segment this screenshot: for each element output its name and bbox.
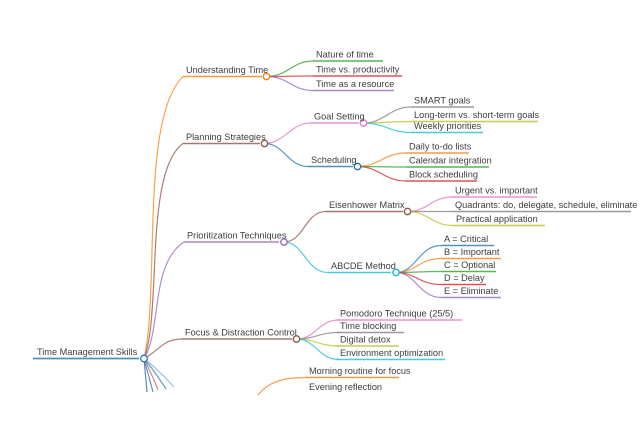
node-label-abcde-method[interactable]: ABCDE Method [331,261,396,271]
node-label-weekly-priorities[interactable]: Weekly priorities [414,121,482,131]
link-urgent-vs-important [407,196,453,213]
node-label-understanding-time[interactable]: Understanding Time [186,65,268,75]
node-label-d-delay[interactable]: D = Delay [444,273,485,283]
node-label-e-eliminate[interactable]: E = Eliminate [444,286,498,296]
link-environment-optimization [296,338,340,361]
link-daily-todo [357,152,407,168]
node-label-environment-optimization[interactable]: Environment optimization [340,348,443,358]
link-e-eliminate [395,271,442,299]
toggle-understanding-time[interactable] [262,72,271,81]
node-label-time-vs-productivity[interactable]: Time vs. productivity [316,65,400,75]
node-label-daily-todo[interactable]: Daily to-do lists [409,142,472,152]
node-label-quadrants[interactable]: Quadrants: do, delegate, schedule, elimi… [455,200,637,210]
node-label-c-optional[interactable]: C = Optional [444,260,495,270]
node-label-practical-application[interactable]: Practical application [456,214,538,224]
toggle-goal-setting[interactable] [359,119,368,127]
node-label-root[interactable]: Time Management Skills [37,347,138,357]
link-prioritization-techniques [143,241,185,359]
link-practical-application [407,210,454,227]
link-focus-distraction-control [143,338,183,360]
node-label-urgent-vs-important[interactable]: Urgent vs. important [455,186,538,196]
node-label-scheduling[interactable]: Scheduling [311,155,356,165]
node-label-digital-detox[interactable]: Digital detox [340,335,391,345]
node-label-block-scheduling[interactable]: Block scheduling [409,170,478,180]
toggle-prioritization-techniques[interactable] [280,238,288,246]
link-b-important [395,257,442,274]
node-label-planning-strategies[interactable]: Planning Strategies [186,132,266,142]
link-scheduling [264,142,309,168]
link-planning-strategies [143,143,184,359]
toggle-focus-distraction-control[interactable] [292,335,301,343]
link-understanding-time [143,76,184,359]
node-label-a-critical[interactable]: A = Critical [444,234,488,244]
link-clipped-5 [143,358,175,388]
link-smart-goals [363,106,412,124]
link-nature-of-time [266,60,314,78]
node-label-focus-distraction-control[interactable]: Focus & Distraction Control [185,328,297,338]
node-label-time-as-resource[interactable]: Time as a resource [316,79,394,89]
toggle-eisenhower-matrix[interactable] [403,207,412,216]
link-d-delay [395,271,442,286]
link-goal-setting [264,122,312,145]
node-label-eisenhower-matrix[interactable]: Eisenhower Matrix [329,200,405,210]
node-label-long-term[interactable]: Long-term vs. short-term goals [414,110,540,120]
link-weekly-priorities [363,122,412,134]
node-label-b-important[interactable]: B = Important [444,247,500,257]
node-label-evening-reflection[interactable]: Evening reflection [309,382,382,392]
node-label-smart-goals[interactable]: SMART goals [414,96,471,106]
node-label-prioritization-techniques[interactable]: Prioritization Techniques [187,231,287,241]
link-abcde-method [283,241,329,274]
link-eisenhower-matrix [283,210,327,243]
node-label-nature-of-time[interactable]: Nature of time [316,50,374,60]
node-label-calendar-integration[interactable]: Calendar integration [409,156,492,166]
link-morning-routine [257,376,307,396]
link-time-vs-productivity [266,75,314,78]
toggle-planning-strategies[interactable] [260,139,269,148]
toggle-scheduling[interactable] [353,162,362,171]
node-label-time-blocking[interactable]: Time blocking [340,321,396,331]
node-label-pomodoro[interactable]: Pomodoro Technique (25/5) [340,309,453,319]
link-clipped-4 [143,358,167,390]
node-label-morning-routine[interactable]: Morning routine for focus [309,366,411,376]
node-label-goal-setting[interactable]: Goal Setting [314,112,365,122]
toggle-root[interactable] [140,354,148,363]
toggle-abcde-method[interactable] [392,268,400,277]
link-time-as-resource [266,75,314,92]
link-block-scheduling [357,165,407,182]
